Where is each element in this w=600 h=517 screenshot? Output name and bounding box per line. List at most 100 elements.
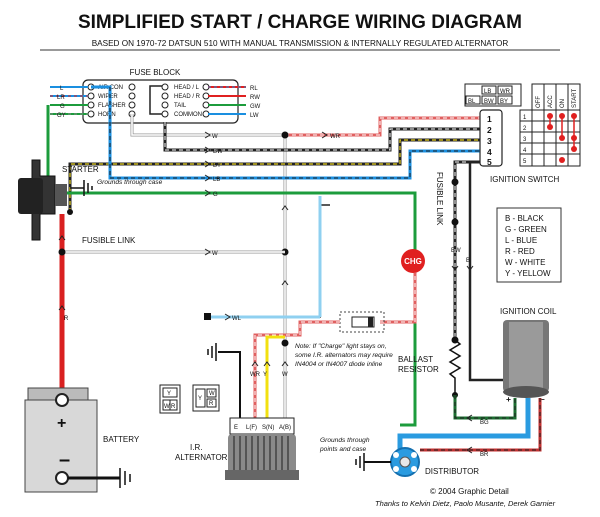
credits: Thanks to Kelvin Dietz, Paolo Musante, D… [375, 499, 556, 508]
note-line-3: IN4004 or IN4007 diode inline [295, 361, 383, 368]
legend-black: B - BLACK [505, 214, 544, 223]
diagram-title: SIMPLIFIED START / CHARGE WIRING DIAGRAM [78, 12, 522, 33]
battery-label: BATTERY [103, 435, 140, 444]
alternator-label-1: I.R. [190, 443, 202, 452]
ignition-switch-table: OFF ACC ON START 1 2 3 4 5 [519, 83, 581, 167]
wire-label-rw: RW [250, 95, 260, 101]
wire-label-wr2: WR [250, 372, 261, 378]
battery-ground-icon [119, 468, 131, 488]
junction-dot [58, 248, 66, 256]
fuse-block-title: FUSE BLOCK [130, 68, 181, 77]
wire-label-gy: GY [57, 113, 66, 119]
wire-label-wr: WR [330, 134, 341, 140]
col-on: ON [560, 99, 566, 108]
plug-b-icon: Y W R [192, 384, 220, 412]
row-3: 3 [523, 137, 527, 143]
note-line-2: some I.R. alternators may require [295, 352, 393, 359]
wire-label-bg: BG [480, 420, 489, 426]
plug-a-y: Y [167, 391, 171, 397]
battery-negative-terminal [55, 471, 69, 485]
wire-label-y: Y [263, 372, 267, 378]
plug-b-r: R [209, 401, 214, 407]
alternator-ground-icon [207, 343, 217, 361]
switch-pin-3: 3 [487, 136, 492, 146]
alt-terminal-e: E [234, 425, 238, 431]
starter-ground-icon [70, 180, 93, 196]
col-start: START [572, 89, 578, 108]
legend-white: W - WHITE [505, 258, 545, 267]
wire-b-ign [468, 160, 505, 382]
diode-icon [351, 316, 375, 328]
alt-ground-wire [218, 351, 241, 420]
wl-connector [204, 313, 211, 320]
fuse-left-wires: L LR G GY [50, 86, 88, 119]
wire-arrows [58, 131, 474, 454]
fusible-link-right: FUSIBLE LINK [435, 172, 444, 226]
wire-label-b: B [466, 258, 470, 264]
junction-dot [281, 339, 289, 347]
alt-terminal-s: S(N) [262, 425, 274, 431]
wire-y [265, 335, 285, 420]
alt-terminal-a: A(B) [279, 425, 291, 431]
wire-label-w2: W [212, 251, 218, 257]
alternator-fins [233, 436, 289, 476]
legend-blue: L - BLUE [505, 236, 537, 245]
wire-label-g: G [60, 104, 65, 110]
starter-motor [18, 178, 43, 214]
wire-label-rl: RL [250, 86, 258, 92]
plug-b-w: W [209, 391, 215, 397]
switch-pin-1: 1 [487, 114, 492, 124]
col-acc: ACC [548, 95, 554, 108]
junction-dot [281, 131, 289, 139]
starter-label: STARTER [62, 165, 99, 174]
ballast-resistor-icon [448, 339, 462, 395]
wire-label-bw: BW [213, 149, 223, 155]
ballast-label-1: BALLAST [398, 355, 433, 364]
col-off: OFF [536, 96, 542, 108]
wire-label-lr: LR [57, 95, 65, 101]
row-1: 1 [523, 115, 527, 121]
switch-pin-4: 4 [487, 147, 492, 157]
starter-ground-note: Grounds through case [97, 179, 163, 186]
plug-a-r: R [171, 404, 176, 410]
starter-solenoid [55, 184, 67, 206]
fuse-wiper: WIPER [98, 94, 118, 100]
wire-label-w1: W [212, 134, 218, 140]
row-2: 2 [523, 126, 527, 132]
conn-bw: BW [484, 99, 494, 105]
coil-lead [397, 398, 531, 458]
wire-label-wl: WL [232, 316, 242, 322]
fuse-head-r: HEAD / R [174, 94, 201, 100]
legend-green: G - GREEN [505, 225, 547, 234]
junction-dot [451, 178, 459, 186]
wire-label-w-alt: W [282, 372, 288, 378]
legend-yellow: Y - YELLOW [505, 269, 551, 278]
wire-g [46, 105, 417, 427]
fuse-block-right: HEAD / L HEAD / R TAIL COMMON [149, 83, 210, 118]
legend-red: R - RED [505, 247, 535, 256]
conn-by: BY [500, 99, 508, 105]
ballast-label-2: RESISTOR [398, 365, 439, 374]
wire-label-g2: G [213, 192, 218, 198]
fuse-tail: TAIL [174, 103, 187, 109]
fuse-flasher: FLASHER [98, 103, 126, 109]
ignition-switch-label: IGNITION SWITCH [490, 175, 560, 184]
distributor-label: DISTRIBUTOR [425, 467, 479, 476]
conn-lb: LB [484, 89, 491, 95]
color-legend [496, 207, 562, 283]
wire-label-br: BR [480, 452, 489, 458]
alternator-label-2: ALTERNATOR [175, 453, 228, 462]
junction-dot [451, 218, 459, 226]
wire-label-gw: GW [250, 104, 261, 110]
battery-minus-icon: – [59, 449, 70, 471]
coil-minus-icon: – [540, 394, 545, 404]
alt-terminal-l: L(F) [246, 425, 257, 431]
battery-plus-icon: + [57, 415, 66, 432]
distributor-ground-note-1: Grounds through [320, 437, 370, 444]
wire-label-bw2: BW [451, 248, 461, 254]
copyright: © 2004 Graphic Detail [430, 487, 509, 496]
fuse-right-wires: RL RW GW LW [208, 86, 261, 119]
switch-pin-5: 5 [487, 157, 492, 167]
